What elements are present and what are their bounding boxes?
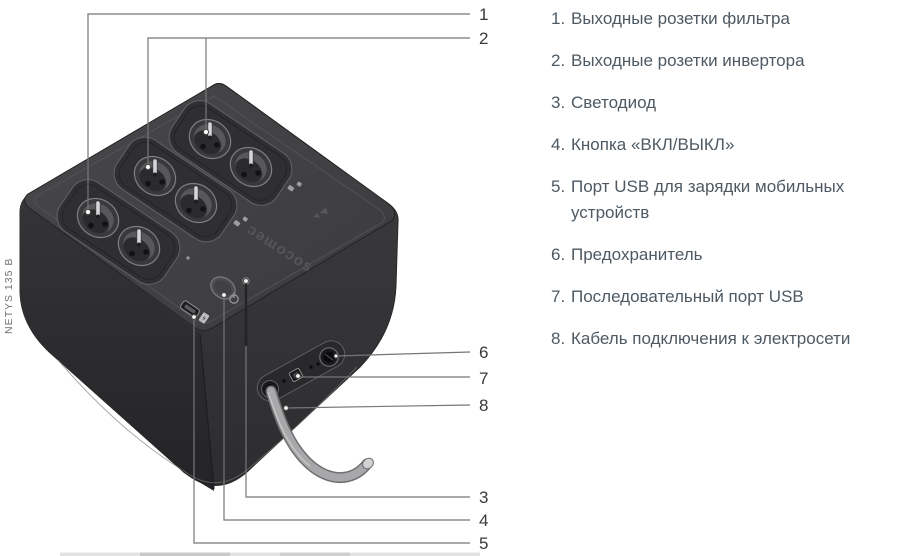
callout-line-5 [193, 317, 470, 544]
callout-line-3 [245, 284, 470, 498]
device-diagram: socomec [3, 5, 488, 556]
panel-screw [309, 365, 313, 369]
callout-line-4 [223, 295, 470, 521]
callout-line-8 [285, 404, 471, 409]
power-symbol-icon [229, 292, 239, 304]
panel-screw [282, 379, 286, 383]
legend-item-number: 5. [551, 177, 566, 196]
legend-item-6: 6. Предохранитель [551, 242, 900, 268]
callout-number-4: 4 [479, 511, 488, 530]
callout-markers [84, 128, 339, 411]
legend-item-text: Порт USB для зарядки мобильных устройств [571, 177, 845, 222]
cable-end-cap [362, 457, 374, 470]
phone-charge-icon [198, 311, 210, 325]
outlet-group-icons [186, 181, 302, 260]
legend-item-text: Выходные розетки фильтра [571, 9, 790, 28]
legend-item-number: 8. [551, 329, 566, 348]
outlet-filter-1 [76, 197, 120, 239]
outlet-filter-2 [117, 225, 161, 267]
brand-logo-icon [313, 207, 328, 218]
legend-item-number: 4. [551, 135, 566, 154]
callout-number-2: 2 [479, 29, 488, 48]
model-label: NETYS 135 B [3, 258, 15, 334]
callout-numbers: 1 2 6 7 8 3 4 5 [479, 5, 488, 553]
panel-screw [316, 362, 320, 366]
legend-item-text: Выходные розетки инвертора [571, 51, 805, 70]
legend: 1. Выходные розетки фильтра 2. Выходные ро… [551, 6, 900, 368]
legend-item-4: 4. Кнопка «ВКЛ/ВЫКЛ» [551, 132, 900, 158]
legend-item-number: 6. [551, 245, 566, 264]
callout-number-1: 1 [479, 5, 488, 24]
legend-item-5: 5. Порт USB для зарядки мобильных устройс… [551, 174, 900, 226]
legend-item-number: 7. [551, 287, 566, 306]
callout-lines [87, 13, 471, 544]
legend-item-text: Светодиод [571, 93, 657, 112]
callout-line-2 [147, 37, 470, 166]
legend-item-7: 7. Последовательный порт USB [551, 284, 900, 310]
legend-item-text: Кабель подключения к электросети [571, 329, 851, 348]
front-crease [199, 333, 215, 490]
legend-item-number: 2. [551, 51, 566, 70]
legend-item-3: 3. Светодиод [551, 90, 900, 116]
outlet-inverter-3 [188, 118, 232, 160]
legend-item-text: Последовательный порт USB [571, 287, 804, 306]
legend-item-text: Кнопка «ВКЛ/ВЫКЛ» [571, 135, 735, 154]
bottom-rim-highlight [57, 359, 358, 484]
legend-item-1: 1. Выходные розетки фильтра [551, 6, 900, 32]
legend-item-text: Предохранитель [571, 245, 703, 264]
device-left-face [20, 203, 214, 491]
callout-number-7: 7 [479, 369, 488, 388]
legend-item-number: 1. [551, 9, 566, 28]
mains-cable [265, 385, 374, 484]
outlet-inverter-1 [133, 155, 177, 197]
callout-line-1 [87, 13, 470, 212]
callout-number-8: 8 [479, 396, 488, 415]
callout-line-6 [335, 351, 471, 357]
outlet-inverter-4 [229, 146, 273, 188]
callout-number-3: 3 [479, 488, 488, 507]
legend-item-2: 2. Выходные розетки инвертора [551, 48, 900, 74]
usb-charging-port [180, 300, 200, 318]
legend-item-number: 3. [551, 93, 566, 112]
callout-number-5: 5 [479, 534, 488, 553]
legend-item-8: 8. Кабель подключения к электросети [551, 326, 900, 352]
bottom-cropped-strip [60, 552, 480, 556]
outlet-inverter-2 [174, 182, 218, 224]
callout-number-6: 6 [479, 343, 488, 362]
